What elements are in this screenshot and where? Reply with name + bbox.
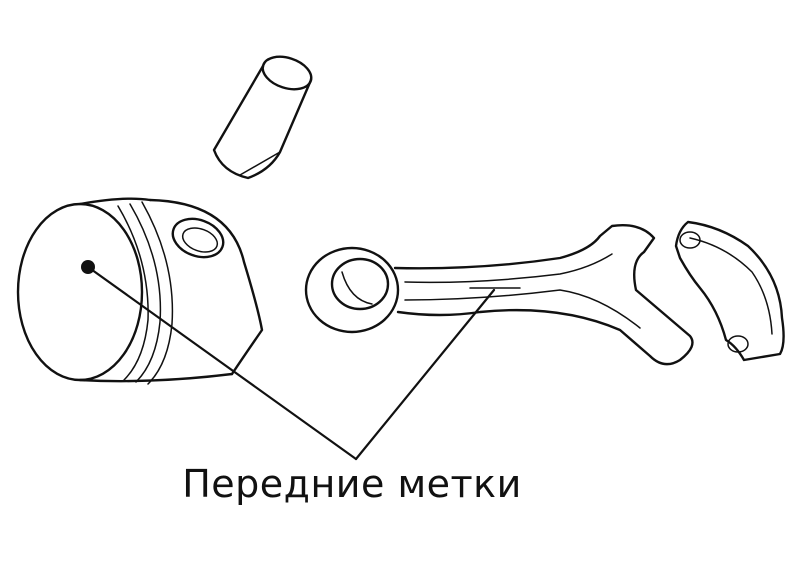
piston: [16, 197, 264, 385]
piston-pin: [212, 55, 313, 180]
leader-line-piston: [86, 265, 358, 461]
connecting-rod-cap: [674, 220, 785, 362]
leader-line-rod: [354, 288, 496, 461]
caption-front-marks: Передние метки: [182, 462, 522, 506]
caption-container: Передние метки: [0, 462, 800, 506]
connecting-rod: [304, 224, 694, 366]
leader-lines: [86, 265, 496, 461]
